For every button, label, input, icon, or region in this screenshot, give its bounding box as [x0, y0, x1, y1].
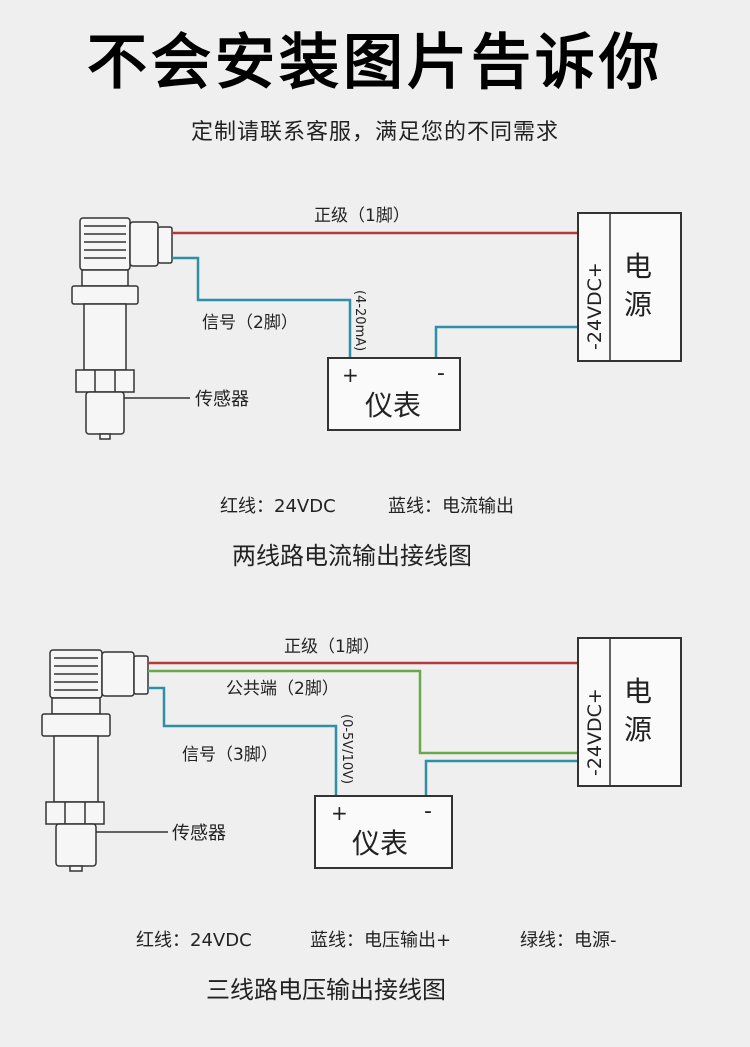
legend-red-1: 红线：24VDC: [220, 496, 336, 517]
caption-1: 两线路电流输出接线图: [232, 542, 472, 570]
power-2-box: [577, 637, 682, 787]
power-1-voltage: -24VDC+: [584, 262, 606, 350]
page-title: 不会安装图片告诉你: [87, 28, 663, 98]
meter-1-box: [327, 357, 461, 431]
green-wire-2: [148, 669, 578, 755]
blue-return-wire-2: [424, 759, 578, 796]
meter-2-minus: -: [424, 799, 432, 824]
power-1-box: [577, 212, 682, 362]
range-label-2: (0-5V/10V): [339, 714, 354, 784]
range-label-1: (4-20mA): [352, 290, 367, 351]
meter-1-plus: +: [342, 363, 359, 387]
meter-2-label: 仪表: [352, 827, 408, 860]
signal-label-1: 信号（2脚）: [202, 313, 298, 333]
power-2-label-bottom: 源: [624, 713, 652, 746]
power-2-voltage: -24VDC+: [584, 688, 606, 776]
blue-signal-wire-1: [172, 256, 352, 358]
positive-label-2: 正级（1脚）: [284, 637, 380, 657]
blue-signal-wire-2: [148, 686, 338, 796]
power-2-label-top: 电: [624, 675, 652, 708]
meter-1-label: 仪表: [365, 389, 421, 422]
positive-label-1: 正级（1脚）: [314, 206, 410, 226]
legend-blue-2: 蓝线：电压输出+: [310, 930, 452, 951]
signal-label-2: 信号（3脚）: [182, 745, 278, 765]
legend-green-2: 绿线：电源-: [520, 930, 617, 951]
meter-1-minus: -: [437, 361, 445, 386]
power-1-label-bottom: 源: [624, 288, 652, 321]
legend-blue-1: 蓝线：电流输出: [388, 496, 514, 517]
legend-red-2: 红线：24VDC: [136, 930, 252, 951]
sensor-1-illustration: [71, 217, 173, 440]
sensor-2-illustration: [41, 649, 149, 872]
diagram-two-wire: + - 仪表 -24VDC+ 电 源 正级（1脚） 信号（2脚） (4-20mA…: [71, 206, 682, 440]
power-1-label-top: 电: [624, 250, 652, 283]
common-label-2: 公共端（2脚）: [226, 679, 339, 699]
sensor-label-1: 传感器: [195, 389, 249, 410]
meter-2-box: [314, 795, 453, 869]
page-subtitle: 定制请联系客服，满足您的不同需求: [190, 120, 559, 145]
meter-2-plus: +: [331, 801, 348, 825]
blue-return-wire-1: [434, 325, 578, 358]
diagram-three-wire: + - 仪表 -24VDC+ 电 源 正级（1脚） 公共端（2脚） 信号（3脚）…: [41, 637, 682, 872]
caption-2: 三线路电压输出接线图: [206, 976, 446, 1004]
sensor-label-2: 传感器: [172, 823, 226, 844]
